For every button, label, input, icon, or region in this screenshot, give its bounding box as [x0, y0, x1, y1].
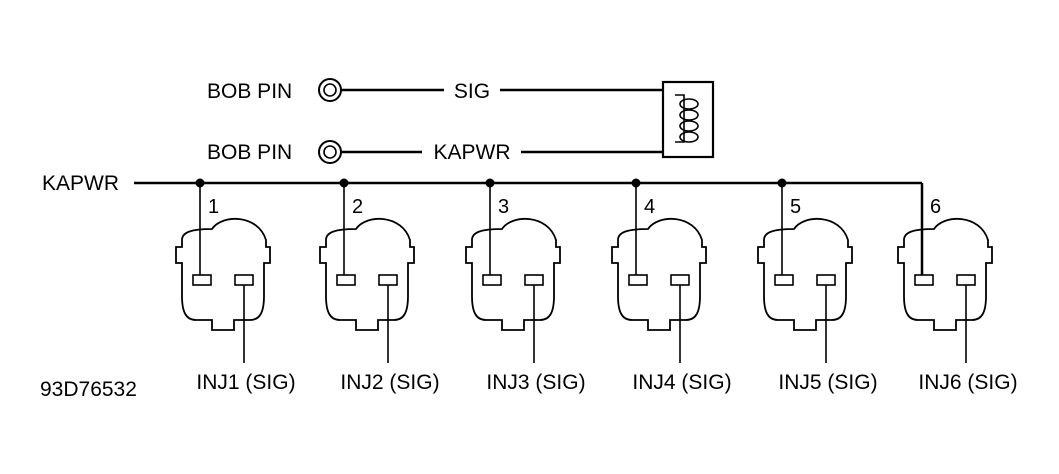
injector-number: 3	[498, 196, 509, 218]
kapwr-terminal	[336, 274, 356, 286]
injector-label: INJ6 (SIG)	[918, 371, 1017, 394]
figure-id: 93D76532	[40, 378, 137, 401]
injector-label: INJ5 (SIG)	[778, 371, 877, 394]
sig-terminal	[670, 274, 690, 286]
kapwr-terminal	[628, 274, 648, 286]
injector-number: 1	[208, 196, 219, 218]
injector-number: 6	[930, 196, 941, 218]
connector-shell-icon	[897, 218, 993, 331]
sig-terminal	[524, 274, 544, 286]
injector-number: 5	[790, 196, 801, 218]
injector-label: INJ2 (SIG)	[340, 371, 439, 394]
kapwr-terminal	[914, 274, 934, 286]
sig-terminal	[234, 274, 254, 286]
sig-terminal	[956, 274, 976, 286]
bob-pin-sig-row: BOB PIN SIG	[207, 78, 663, 103]
kapwr-wire-label: KAPWR	[433, 141, 510, 164]
coil-symbol-icon	[661, 80, 715, 159]
injector-label: INJ4 (SIG)	[632, 371, 731, 394]
injector-label: INJ1 (SIG)	[196, 371, 295, 394]
kapwr-terminal	[192, 274, 212, 286]
kapwr-bus-label: KAPWR	[42, 172, 119, 195]
kapwr-terminal	[774, 274, 794, 286]
injector-number: 2	[352, 196, 363, 218]
sig-terminal	[816, 274, 836, 286]
kapwr-bus: KAPWR	[42, 172, 922, 195]
injector-number: 4	[644, 196, 655, 218]
sig-wire-label: SIG	[454, 80, 490, 103]
connector-shell-icon	[611, 218, 707, 331]
connector-shell-icon	[757, 218, 853, 331]
connector-shell-icon	[175, 218, 271, 331]
bob-pin-kapwr-label: BOB PIN	[207, 141, 292, 164]
sig-terminal	[378, 274, 398, 286]
injector-label: INJ3 (SIG)	[486, 371, 585, 394]
connector-shell-icon	[465, 218, 561, 331]
kapwr-terminal	[482, 274, 502, 286]
connector-shell-icon	[319, 218, 415, 331]
bob-pin-kapwr-row: BOB PIN KAPWR	[207, 140, 663, 164]
bob-pin-sig-label: BOB PIN	[207, 80, 292, 103]
